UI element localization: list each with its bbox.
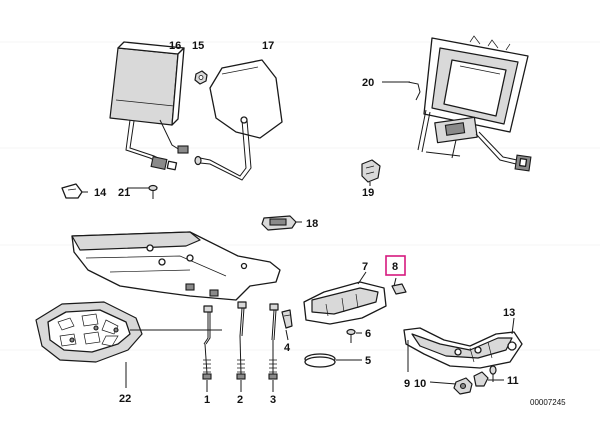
part-4-clip[interactable]: [281, 309, 293, 329]
label-7[interactable]: 7: [362, 261, 368, 273]
part-7-side-trim[interactable]: [303, 271, 387, 325]
leader-lines: [82, 81, 504, 392]
part-10-fastener[interactable]: [453, 377, 473, 395]
part-17-bracket[interactable]: [194, 59, 283, 181]
label-20[interactable]: 20: [362, 77, 374, 89]
part-6-screw[interactable]: [346, 328, 356, 344]
part-22-seat-mat[interactable]: [35, 301, 143, 363]
part-15-nut[interactable]: [194, 70, 208, 85]
label-5[interactable]: 5: [365, 355, 371, 367]
part-3-cable[interactable]: [268, 303, 279, 380]
part-16-control-module[interactable]: [109, 41, 189, 171]
part-14-clip[interactable]: [61, 183, 83, 199]
label-22[interactable]: 22: [119, 393, 131, 405]
label-16[interactable]: 16: [169, 40, 181, 52]
part-19-clip[interactable]: [361, 159, 381, 183]
label-11[interactable]: 11: [507, 375, 519, 387]
part-18-connector[interactable]: [261, 215, 297, 231]
part-5-ring[interactable]: [304, 353, 336, 368]
label-1[interactable]: 1: [204, 394, 210, 406]
label-18[interactable]: 18: [306, 218, 318, 230]
label-2[interactable]: 2: [237, 394, 243, 406]
reference-code: 00007245: [530, 398, 566, 407]
label-6[interactable]: 6: [365, 328, 371, 340]
label-21[interactable]: 21: [118, 187, 130, 199]
label-15[interactable]: 15: [192, 40, 204, 52]
label-3[interactable]: 3: [270, 394, 276, 406]
part-13-side-panel[interactable]: [403, 317, 523, 369]
label-17[interactable]: 17: [262, 40, 274, 52]
label-4[interactable]: 4: [284, 342, 291, 354]
part-21-screw[interactable]: [148, 184, 158, 200]
label-19[interactable]: 19: [362, 187, 374, 199]
label-13[interactable]: 13: [503, 307, 515, 319]
label-14[interactable]: 14: [94, 187, 107, 199]
part-8-clip[interactable]: [391, 283, 407, 295]
part-20-seatback-frame[interactable]: [407, 35, 532, 172]
label-9[interactable]: 9: [404, 378, 410, 390]
part-1-cable[interactable]: [202, 305, 213, 380]
label-10[interactable]: 10: [414, 378, 426, 390]
highlight-box: [385, 255, 406, 276]
seat-base-frame: [71, 231, 281, 301]
callout-labels: 16 15 17 20 14 21 19 18 7 8 6 5 4 13 22 …: [94, 40, 519, 406]
label-8[interactable]: 8: [392, 261, 398, 273]
part-2-cable[interactable]: [236, 301, 247, 380]
part-11-fastener[interactable]: [473, 365, 497, 387]
